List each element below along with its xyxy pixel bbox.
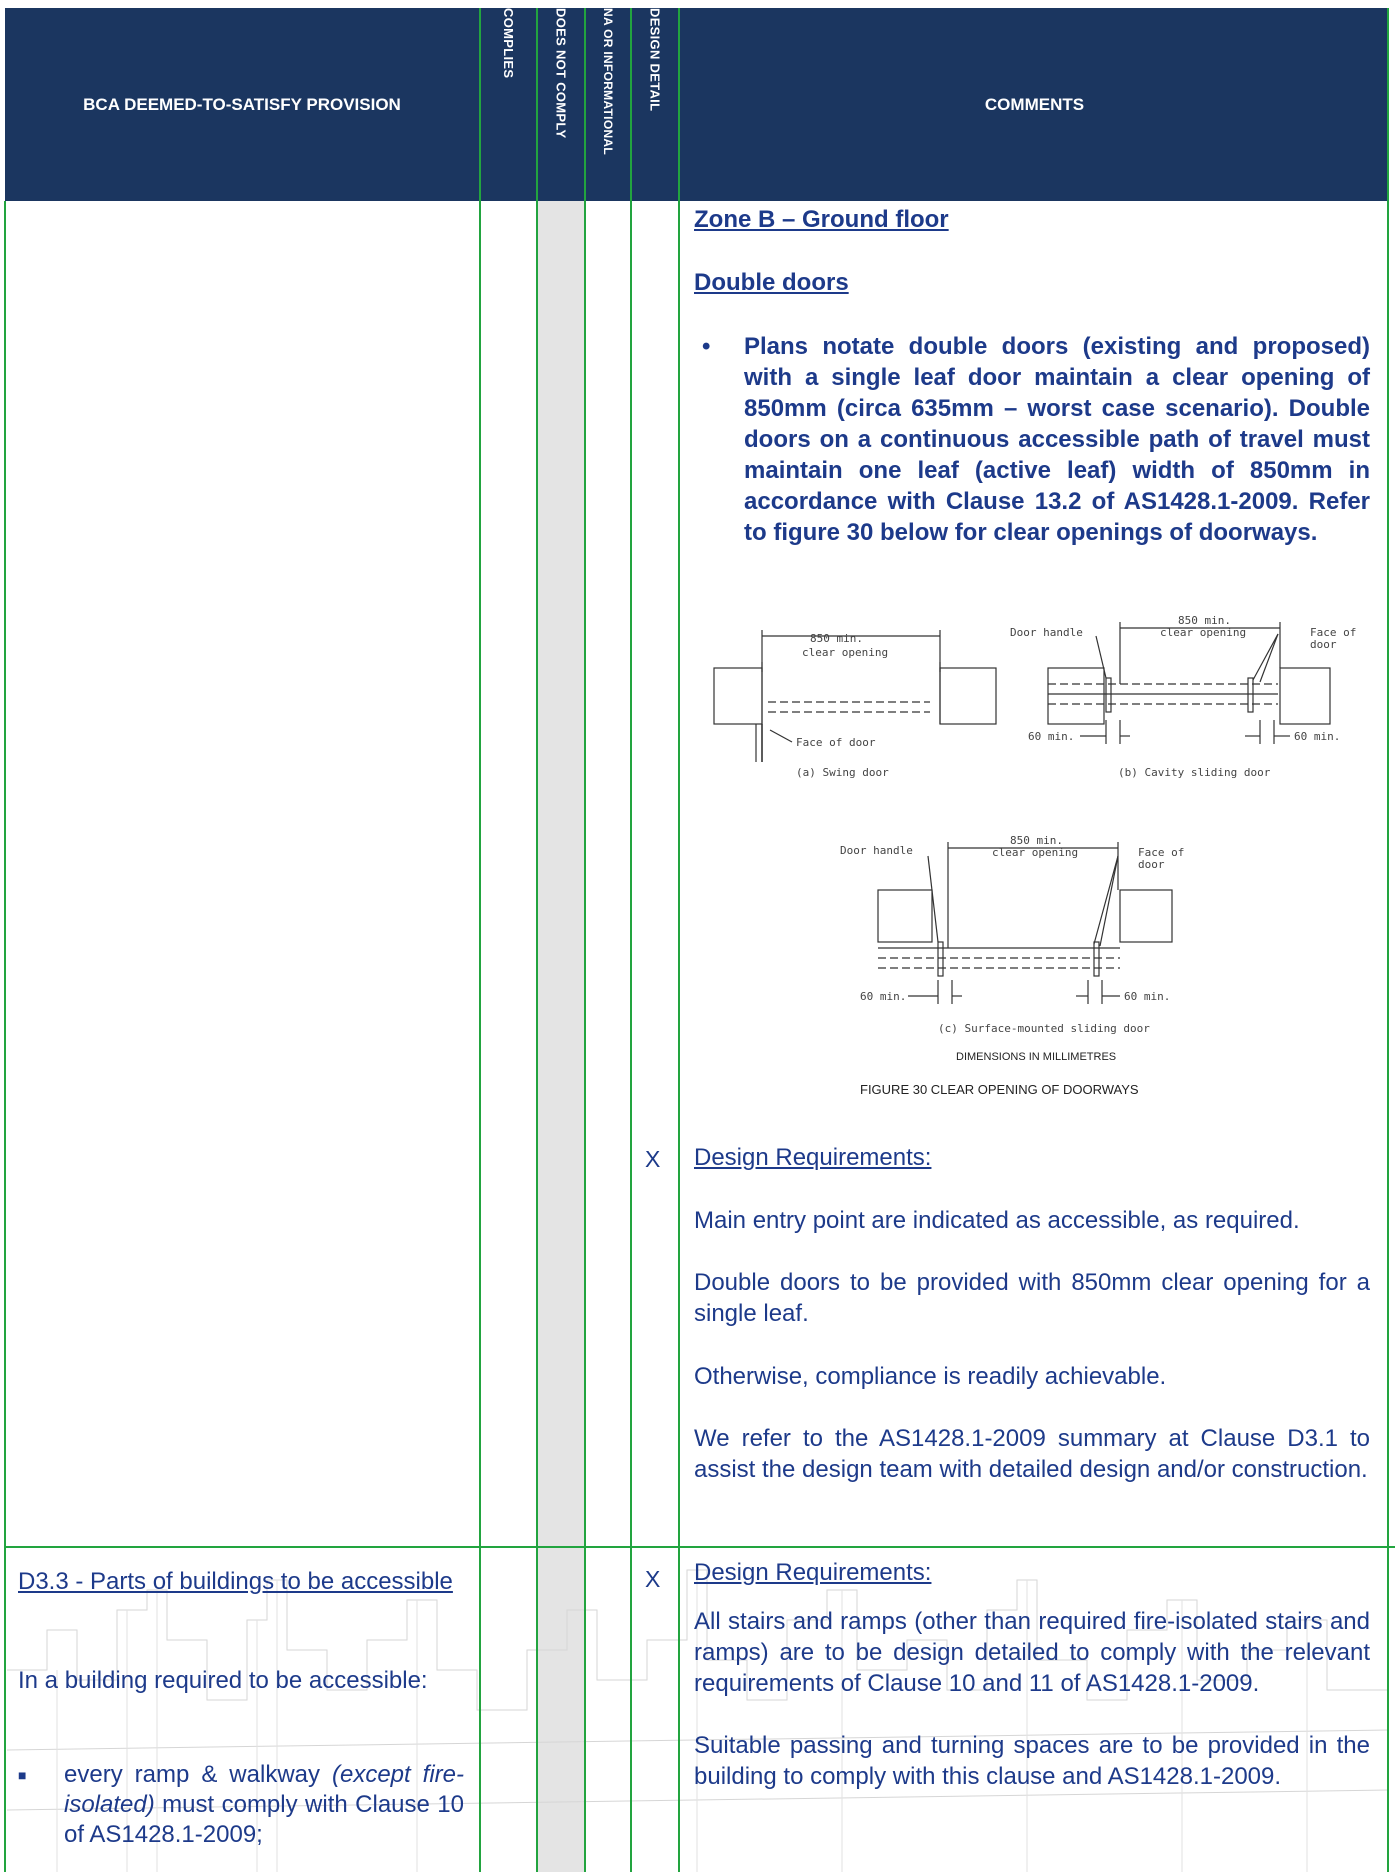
grid-line <box>630 8 632 1872</box>
fig-b-face1: Face of <box>1310 626 1356 639</box>
header-na-informational: NA OR INFORMATIONAL <box>601 8 615 156</box>
provision-bullet-text: every ramp & walkway (except fire-isolat… <box>64 1761 464 1848</box>
bullet-dot: • <box>702 333 711 360</box>
fig-c-clear: clear opening <box>992 846 1078 859</box>
header-provision: BCA DEEMED-TO-SATISFY PROVISION <box>83 94 401 114</box>
square-bullet: ■ <box>18 1767 27 1783</box>
fig-b-face2: door <box>1310 638 1337 651</box>
provision-intro: In a building required to be accessible: <box>18 1667 428 1694</box>
sub-heading: Double doors <box>694 269 849 296</box>
fig-b-60-left: 60 min. <box>1028 730 1074 743</box>
figure-30: 850 min. clear opening Face of door (a) … <box>700 612 1370 1112</box>
table-header <box>5 8 1389 201</box>
design-req-paragraph: Main entry point are indicated as access… <box>694 1207 1300 1234</box>
fig-a-face: Face of door <box>796 736 876 749</box>
door-clearance-diagram: 850 min. clear opening Face of door (a) … <box>713 614 1356 1097</box>
provision-bullet: ■ every ramp & walkway (except fire-isol… <box>18 1760 464 1850</box>
row-divider <box>5 1546 1395 1548</box>
design-requirements-heading: Design Requirements: <box>694 1144 932 1171</box>
grid-line <box>1387 8 1389 1872</box>
fig-c-face2: door <box>1138 858 1165 871</box>
fig-c-60-left: 60 min. <box>860 990 906 1003</box>
fig-title: FIGURE 30 CLEAR OPENING OF DOORWAYS <box>860 1082 1139 1097</box>
fig-b-min: 850 min. <box>1178 614 1231 627</box>
fig-a-min: 850 min. <box>810 632 863 645</box>
fig-c-min: 850 min. <box>1010 834 1063 847</box>
grid-line <box>584 8 586 1872</box>
header-does-not-comply: DOES NOT COMPLY <box>553 8 569 139</box>
design-req-paragraph: Double doors to be provided with 850mm c… <box>694 1269 1370 1327</box>
header-complies: COMPLIES <box>501 8 516 79</box>
fig-dims-note: DIMENSIONS IN MILLIMETRES <box>956 1051 1116 1063</box>
grid-line <box>4 201 6 1872</box>
zone-heading: Zone B – Ground floor <box>694 206 949 233</box>
fig-b-caption: (b) Cavity sliding door <box>1118 766 1271 779</box>
fig-c-handle: Door handle <box>840 844 913 857</box>
design-req-paragraph: We refer to the AS1428.1-2009 summary at… <box>694 1425 1370 1483</box>
design-requirements-heading-2: Design Requirements: <box>694 1559 932 1586</box>
fig-c-60-right: 60 min. <box>1124 990 1170 1003</box>
skyline-watermark <box>7 1569 1389 1872</box>
header-comments: COMMENTS <box>984 94 1085 114</box>
fig-c-face1: Face of <box>1138 846 1184 859</box>
bullet-text: Plans notate double doors (existing and … <box>744 333 1370 546</box>
fig-b-handle: Door handle <box>1010 626 1083 639</box>
design-req-paragraph: Otherwise, compliance is readily achieva… <box>694 1363 1167 1390</box>
grid-line <box>678 8 680 1872</box>
header-design-detail: DESIGN DETAIL <box>647 8 663 112</box>
provision-title: D3.3 - Parts of buildings to be accessib… <box>18 1568 453 1595</box>
does-not-comply-column-shade <box>538 201 584 1872</box>
fig-c-caption: (c) Surface-mounted sliding door <box>938 1022 1150 1035</box>
design-req-paragraph-2: All stairs and ramps (other than require… <box>694 1608 1370 1697</box>
fig-a-clear: clear opening <box>802 646 888 659</box>
design-req-paragraph-2: Suitable passing and turning spaces are … <box>694 1732 1370 1790</box>
grid-line <box>536 8 538 1872</box>
double-doors-bullet: • Plans notate double doors (existing an… <box>694 331 1370 548</box>
design-detail-mark: X <box>645 1146 661 1172</box>
fig-a-caption: (a) Swing door <box>796 766 889 779</box>
design-detail-mark-2: X <box>645 1566 661 1592</box>
grid-line <box>479 8 481 1872</box>
fig-b-clear: clear opening <box>1160 626 1246 639</box>
fig-b-60-right: 60 min. <box>1294 730 1340 743</box>
